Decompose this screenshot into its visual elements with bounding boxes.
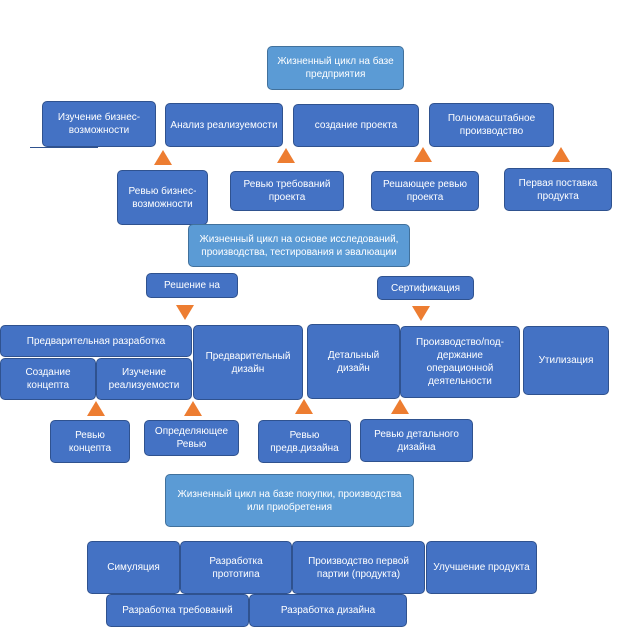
item-design-development-text: Разработка дизайна	[280, 605, 376, 616]
item-prototype-development-text: Разработка прототипа	[209, 555, 263, 580]
section1-header: Жизненный цикл на базе предприятия	[267, 46, 404, 90]
review-detailed-design: Ревью детального дизайна	[360, 419, 473, 462]
section3-header-text: Жизненный цикл на базе покупки, производ…	[177, 488, 402, 513]
review-first-delivery: Первая поставка продукта	[504, 168, 612, 211]
milestone-triangle	[295, 399, 313, 414]
phase-concept-creation: Создание концепта	[0, 358, 96, 400]
review-concept: Ревью концепта	[50, 420, 130, 463]
item-product-improvement-text: Улучшение продукта	[433, 562, 530, 573]
decision-label: Решение на	[146, 273, 238, 298]
item-first-batch-production-text: Производство первой партии (продукта)	[308, 555, 409, 580]
item-requirements-development-text: Разработка требований	[122, 605, 233, 616]
phase-production-support-text: Производство/под-держание операционной д…	[416, 337, 504, 387]
milestone-triangle	[277, 148, 295, 163]
phase-preliminary-design-text: Предварительный дизайн	[205, 350, 291, 375]
phase-feasibility-study: Изучение реализуемости	[96, 358, 192, 400]
phase-feasibility-analysis: Анализ реализуемости	[165, 103, 283, 147]
review-first-delivery-text: Первая поставка продукта	[518, 177, 598, 202]
milestone-triangle	[87, 401, 105, 416]
item-simulation-text: Симуляция	[107, 562, 160, 573]
review-project-requirements-text: Ревью требований проекта	[243, 179, 331, 203]
review-business-opportunity-text: Ревью бизнес-возможности	[128, 185, 197, 210]
item-first-batch-production: Производство первой партии (продукта)	[292, 541, 425, 594]
milestone-triangle	[391, 399, 409, 414]
phase-detailed-design-text: Детальный дизайн	[327, 349, 380, 374]
item-prototype-development: Разработка прототипа	[180, 541, 292, 594]
section2-header-text: Жизненный цикл на основе исследований, п…	[199, 233, 399, 258]
review-detailed-design-text: Ревью детального дизайна	[374, 428, 459, 453]
item-product-improvement: Улучшение продукта	[426, 541, 537, 594]
certification-label-text: Сертификация	[391, 282, 460, 294]
review-business-opportunity: Ревью бизнес-возможности	[117, 170, 208, 225]
section3-header: Жизненный цикл на базе покупки, производ…	[165, 474, 414, 527]
milestone-triangle	[154, 150, 172, 165]
decision-label-text: Решение на	[164, 280, 220, 291]
underline-rule	[30, 147, 98, 148]
review-project-requirements: Ревью требований проекта	[230, 171, 344, 211]
phase-utilization-text: Утилизация	[538, 355, 594, 366]
phase-concept-creation-text: Создание концепта	[25, 367, 71, 391]
section2-header: Жизненный цикл на основе исследований, п…	[188, 224, 410, 267]
phase-feasibility-analysis-text: Анализ реализуемости	[170, 119, 278, 131]
review-defining-text: Определяющее Ревью	[154, 426, 229, 450]
phase-detailed-design: Детальный дизайн	[307, 324, 400, 399]
review-defining: Определяющее Ревью	[144, 420, 239, 456]
milestone-triangle	[412, 306, 430, 321]
review-preliminary-design: Ревью предв.дизайна	[258, 420, 351, 463]
phase-business-opportunity-text: Изучение бизнес-возможности	[57, 112, 141, 136]
phase-production-support: Производство/под-держание операционной д…	[400, 326, 520, 398]
review-concept-text: Ревью концепта	[68, 429, 112, 454]
review-preliminary-design-text: Ревью предв.дизайна	[270, 429, 339, 454]
milestone-triangle	[552, 147, 570, 162]
milestone-triangle	[176, 305, 194, 320]
phase-project-creation-text: создание проекта	[314, 120, 398, 131]
item-design-development: Разработка дизайна	[249, 594, 407, 627]
item-requirements-development: Разработка требований	[106, 594, 249, 627]
phase-preliminary-development-text: Предварительная разработка	[26, 335, 166, 347]
phase-utilization: Утилизация	[523, 326, 609, 395]
phase-business-opportunity: Изучение бизнес-возможности	[42, 101, 156, 147]
phase-preliminary-development: Предварительная разработка	[0, 325, 192, 357]
review-project-decision: Решающее ревью проекта	[371, 171, 479, 211]
phase-preliminary-design: Предварительный дизайн	[193, 325, 303, 400]
review-project-decision-text: Решающее ревью проекта	[382, 179, 468, 203]
milestone-triangle	[184, 401, 202, 416]
phase-full-production-text: Полномасштабное производство	[447, 113, 536, 137]
phase-feasibility-study-text: Изучение реализуемости	[108, 367, 180, 391]
phase-project-creation: создание проекта	[293, 104, 419, 147]
milestone-triangle	[414, 147, 432, 162]
item-simulation: Симуляция	[87, 541, 180, 594]
section1-header-text: Жизненный цикл на базе предприятия	[277, 56, 394, 80]
phase-full-production: Полномасштабное производство	[429, 103, 554, 147]
certification-label: Сертификация	[377, 276, 474, 300]
